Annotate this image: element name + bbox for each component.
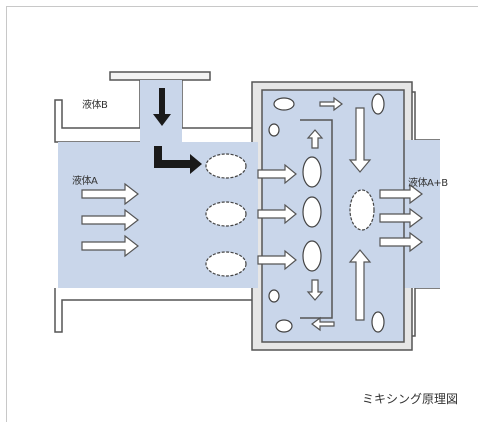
droplet-4 <box>302 156 322 188</box>
arrow-outlet-3 <box>379 231 423 253</box>
outlet-wall-top <box>407 91 440 141</box>
arrow-into-chamber-2 <box>257 203 297 225</box>
droplet-12 <box>275 319 293 333</box>
droplet-2 <box>205 201 247 227</box>
arrow-chamber-down <box>348 107 372 173</box>
droplet-10 <box>268 123 280 137</box>
arrow-right-2 <box>81 208 139 232</box>
arrow-right-1 <box>81 182 139 206</box>
droplet-6 <box>302 240 322 272</box>
label-liquid-ab: 液体A+B <box>408 178 448 189</box>
baffle-inner <box>300 119 333 319</box>
left-pipe-wall-bottom <box>54 288 259 333</box>
arrow-small-left-bottom <box>311 316 335 332</box>
droplets <box>205 93 385 333</box>
droplet-13 <box>371 311 385 333</box>
arrow-outlet-1 <box>379 183 423 205</box>
frame-border-left <box>6 6 7 422</box>
arrow-chamber-up <box>348 249 372 321</box>
droplet-3 <box>205 251 247 277</box>
arrow-small-right-top <box>319 96 343 112</box>
label-liquid-a: 液体A <box>72 176 98 187</box>
arrow-small-up <box>306 129 324 149</box>
figure-caption: ミキシング原理図 <box>361 392 458 406</box>
droplet-11 <box>268 289 280 303</box>
arrow-into-chamber-1 <box>257 163 297 185</box>
inlet-pipe-wall-left <box>54 80 141 143</box>
arrow-outlet-2 <box>379 207 423 229</box>
droplet-7 <box>349 189 375 231</box>
inlet-flange <box>109 71 211 81</box>
label-liquid-b: 液体B <box>82 100 108 111</box>
droplet-5 <box>302 196 322 228</box>
arrow-turn-dark <box>154 146 202 174</box>
fluid <box>58 80 440 342</box>
arrow-right-3 <box>81 234 139 258</box>
droplet-8 <box>273 97 295 111</box>
outlet-wall-bottom <box>407 287 440 337</box>
arrow-small-down <box>306 279 324 301</box>
arrow-down-dark <box>153 88 171 126</box>
frame-border-top <box>6 6 478 7</box>
liquid-a-arrows <box>81 96 423 332</box>
inlet-pipe-wall-right <box>181 80 259 142</box>
liquid-b-arrows <box>153 88 202 174</box>
droplet-1 <box>205 153 247 179</box>
droplet-9 <box>371 93 385 115</box>
arrow-into-chamber-3 <box>257 249 297 271</box>
